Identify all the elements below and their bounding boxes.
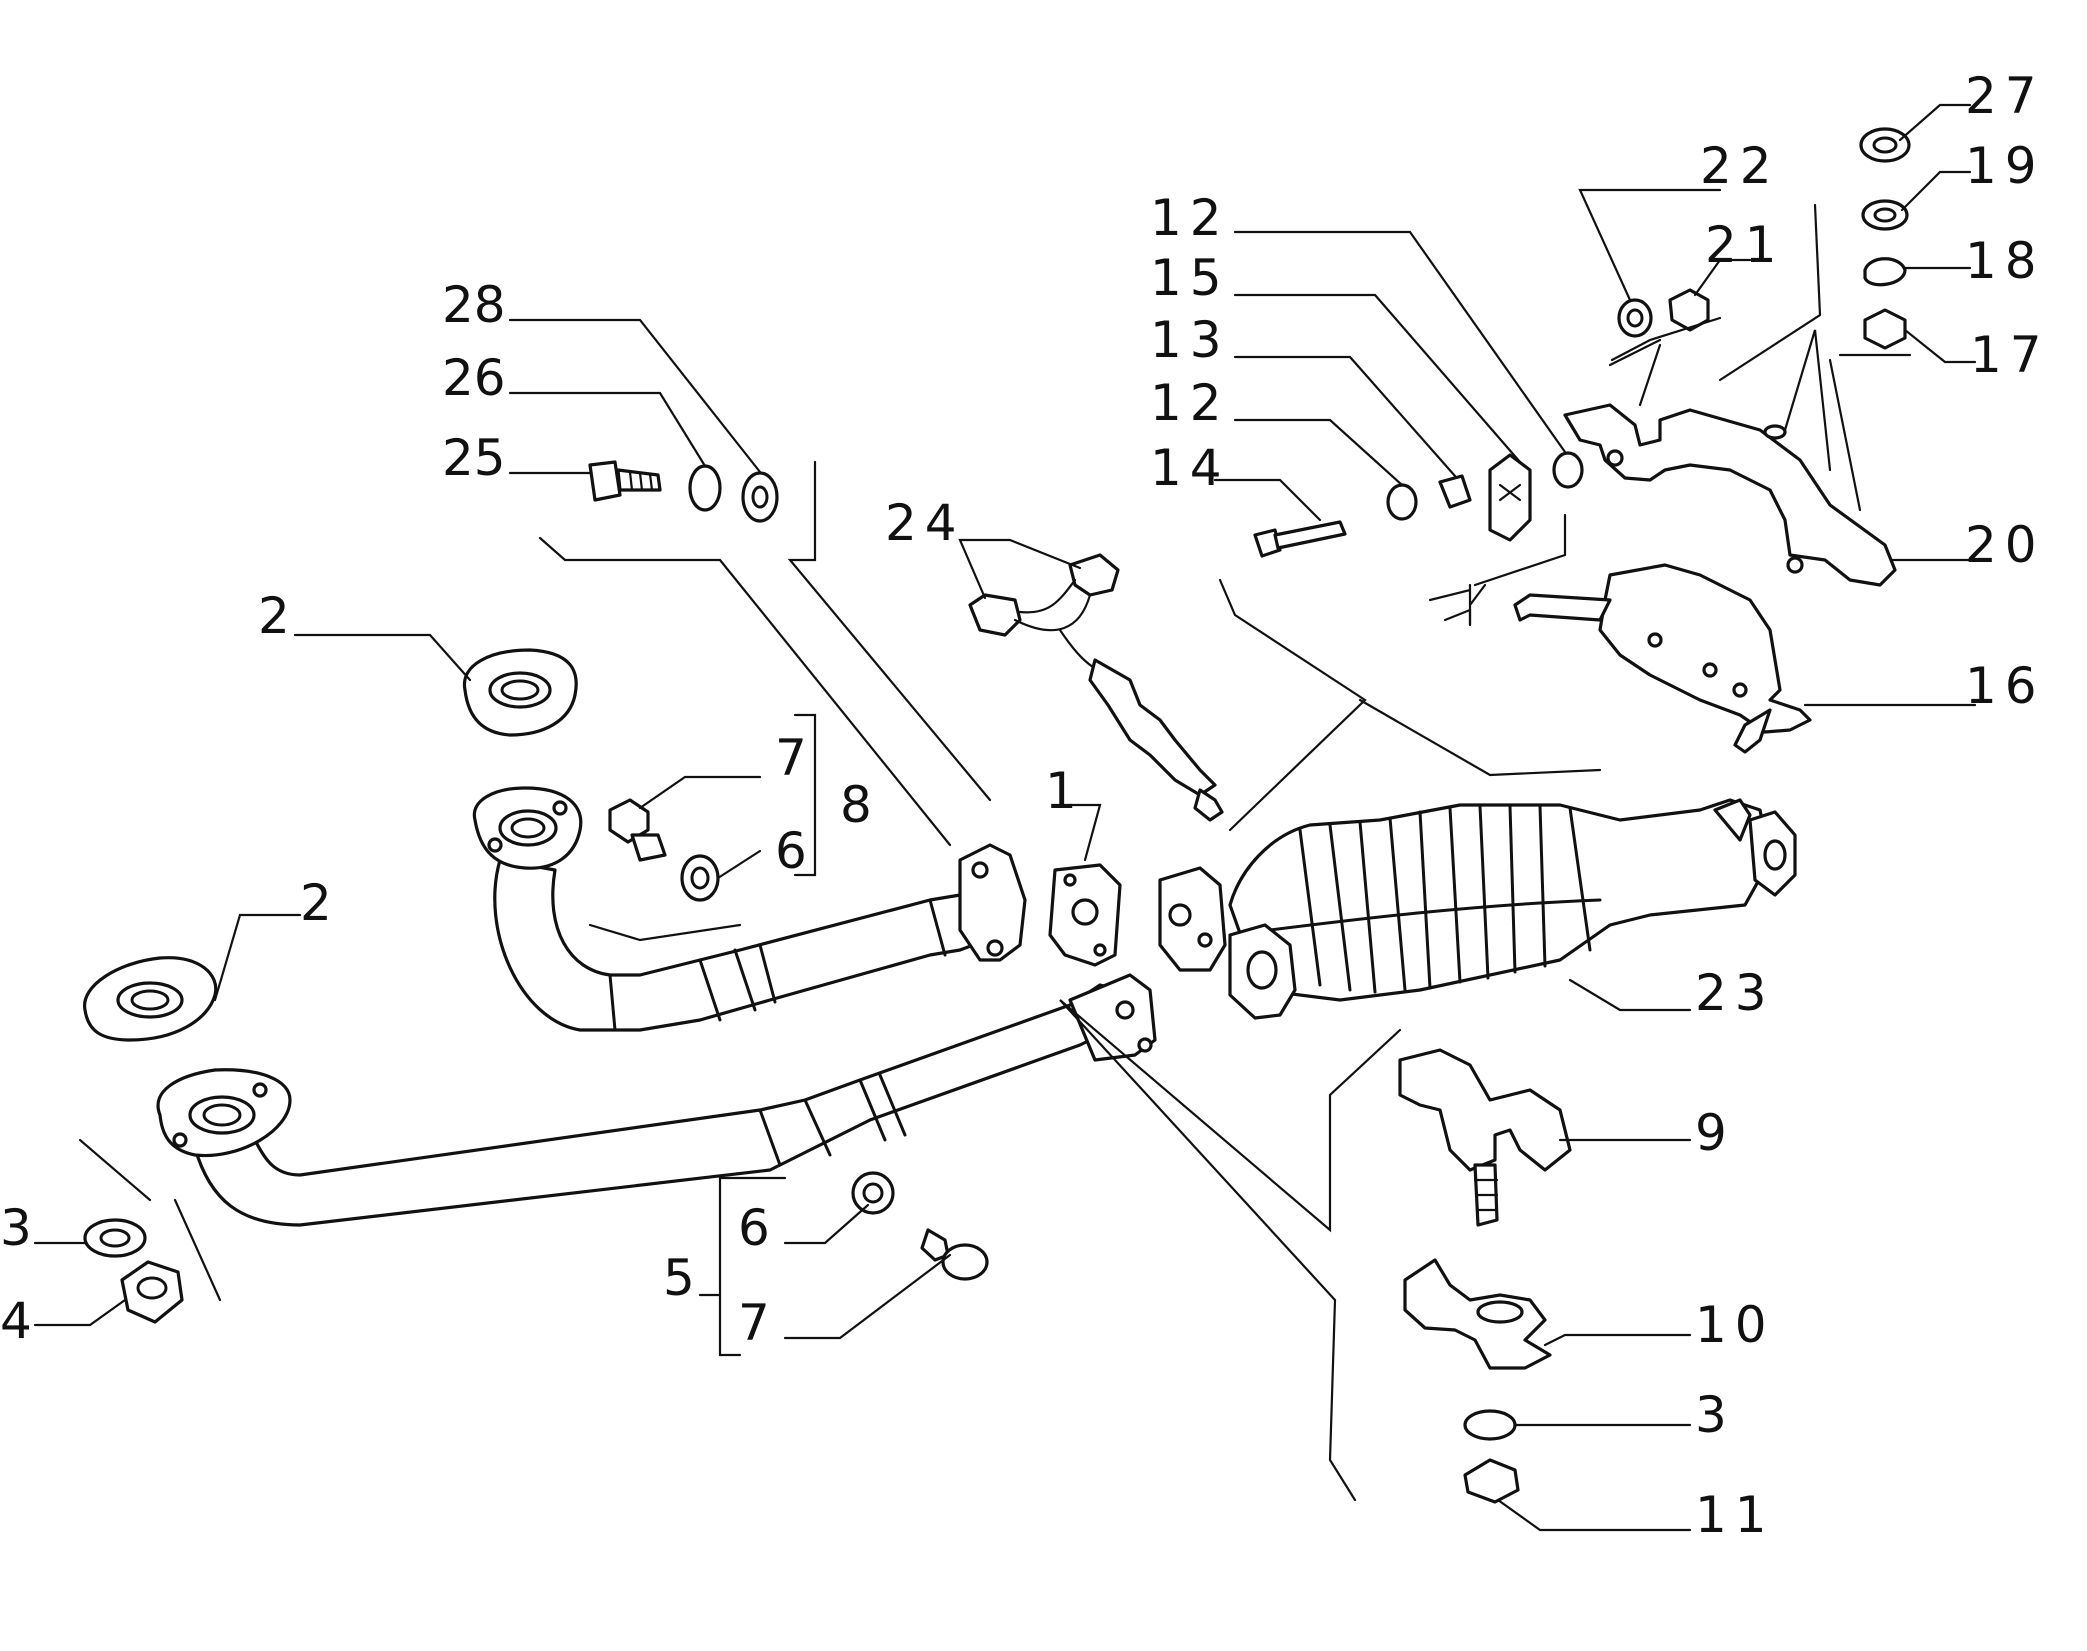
- sleeve-13: [1438, 474, 1472, 509]
- label-24: 24: [885, 494, 965, 552]
- catalytic-converter: [1158, 798, 1797, 1020]
- bolt-14: [1253, 520, 1347, 558]
- label-25: 25: [442, 429, 506, 487]
- label-6-top: 6: [775, 822, 815, 880]
- stud-7-top: [608, 798, 667, 862]
- label-26: 26: [442, 349, 506, 407]
- washer-3-right: [1463, 1409, 1517, 1441]
- label-22: 22: [1700, 137, 1780, 195]
- washer-19: [1861, 199, 1909, 231]
- label-12-lower: 12: [1150, 374, 1230, 432]
- label-2-bottom: 2: [300, 874, 340, 932]
- front-exhaust-pipe-lower: [156, 973, 1157, 1227]
- label-7-top: 7: [775, 729, 815, 787]
- rubber-mount-15: [1488, 453, 1532, 542]
- bracket-20: [1563, 403, 1897, 587]
- spring-washer-26: [688, 464, 722, 512]
- label-3-right: 3: [1695, 1386, 1735, 1444]
- washer-3-left: [83, 1218, 147, 1258]
- label-21: 21: [1705, 216, 1785, 274]
- label-18: 18: [1965, 232, 2045, 290]
- nut-21: [1668, 288, 1710, 332]
- washer-22: [1617, 298, 1653, 338]
- stud-7-bottom: [920, 1228, 989, 1281]
- gasket-2-bottom: [83, 956, 218, 1042]
- label-1: 1: [1045, 762, 1085, 820]
- bolt-25: [588, 460, 662, 502]
- label-7-bottom: 7: [738, 1294, 778, 1352]
- gasket-2-top: [462, 648, 578, 737]
- label-27: 27: [1965, 67, 2045, 125]
- label-12-upper: 12: [1150, 189, 1230, 247]
- label-4: 4: [0, 1292, 40, 1350]
- lambda-sensor: [968, 553, 1224, 822]
- part-labels: 27 19 18 17 20 16 22 21 12 15 13 12 14 2…: [0, 67, 2050, 1544]
- label-14: 14: [1150, 439, 1230, 497]
- label-2-top: 2: [258, 587, 298, 645]
- label-17: 17: [1970, 326, 2050, 384]
- label-9: 9: [1695, 1104, 1735, 1162]
- label-20: 20: [1965, 516, 2045, 574]
- leader-lines: [33, 103, 1977, 1532]
- spacer-12-lower: [1386, 483, 1418, 521]
- label-23: 23: [1695, 964, 1775, 1022]
- clamp-9: [1398, 1048, 1572, 1227]
- heat-shield-16: [1513, 563, 1812, 754]
- label-28: 28: [442, 276, 506, 334]
- front-exhaust-pipe-upper: [472, 786, 1027, 1032]
- nut-6-bottom: [851, 1171, 895, 1215]
- label-19: 19: [1965, 137, 2045, 195]
- label-8: 8: [840, 776, 880, 834]
- gasket-1: [1048, 863, 1122, 967]
- label-13: 13: [1150, 311, 1230, 369]
- label-15: 15: [1150, 249, 1230, 307]
- nut-11: [1463, 1458, 1520, 1504]
- clamp-10: [1403, 1258, 1552, 1370]
- label-11: 11: [1695, 1486, 1775, 1544]
- nut-4: [120, 1260, 184, 1324]
- label-16: 16: [1965, 657, 2045, 715]
- label-5: 5: [663, 1249, 703, 1307]
- label-3-left: 3: [0, 1199, 40, 1257]
- washer-27: [1859, 127, 1911, 163]
- label-6-bottom: 6: [738, 1199, 778, 1257]
- spring-washer-18: [1863, 257, 1907, 287]
- label-10: 10: [1695, 1296, 1775, 1354]
- nut-17: [1863, 308, 1907, 350]
- spacer-12-upper: [1552, 451, 1584, 489]
- washer-28: [741, 471, 779, 523]
- nut-6-top: [680, 854, 720, 902]
